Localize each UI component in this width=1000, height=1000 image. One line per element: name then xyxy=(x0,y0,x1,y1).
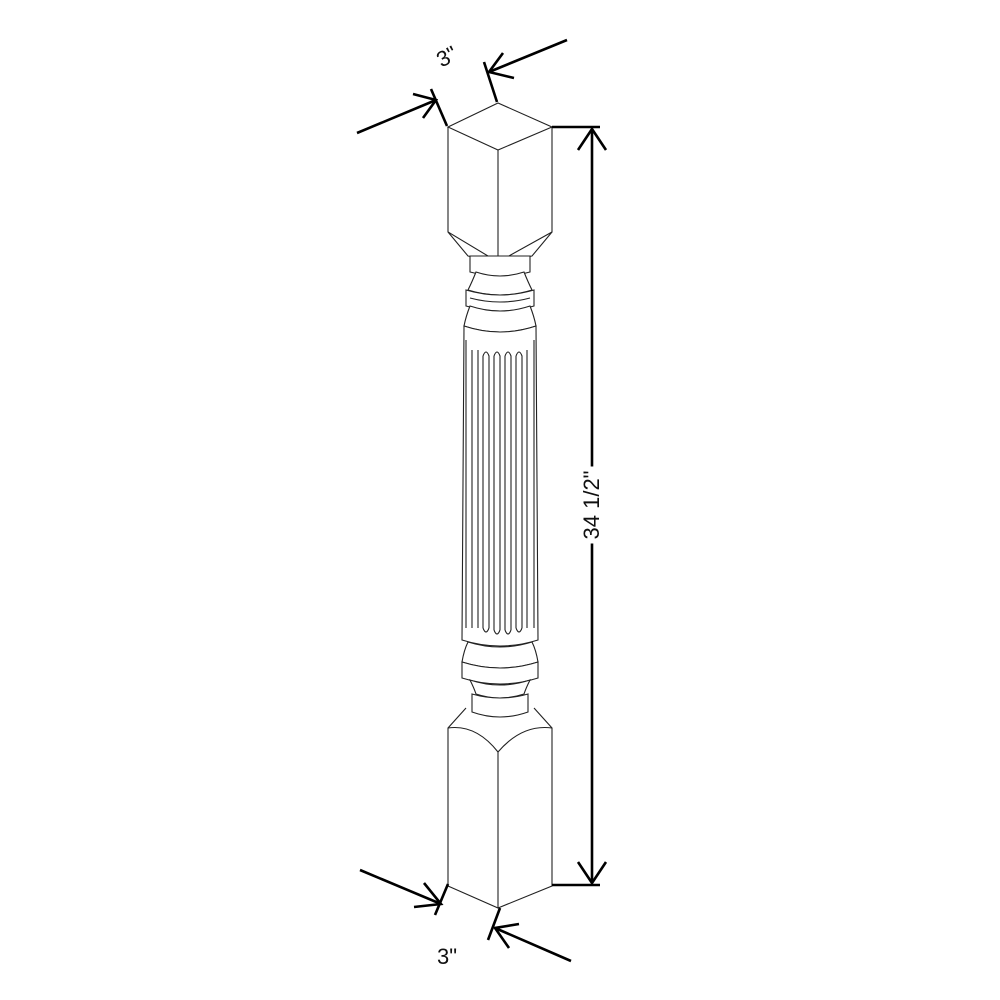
height-label: 34 1/2" xyxy=(579,466,604,544)
lower-turnings xyxy=(461,641,539,718)
bottom-width-dimension xyxy=(359,868,572,963)
bottom-width-label: 3" xyxy=(437,944,458,969)
fluted-shaft xyxy=(461,325,539,647)
top-block xyxy=(446,102,554,263)
bottom-block xyxy=(447,707,553,909)
upper-turnings xyxy=(463,255,537,333)
top-width-dimension xyxy=(356,38,568,135)
